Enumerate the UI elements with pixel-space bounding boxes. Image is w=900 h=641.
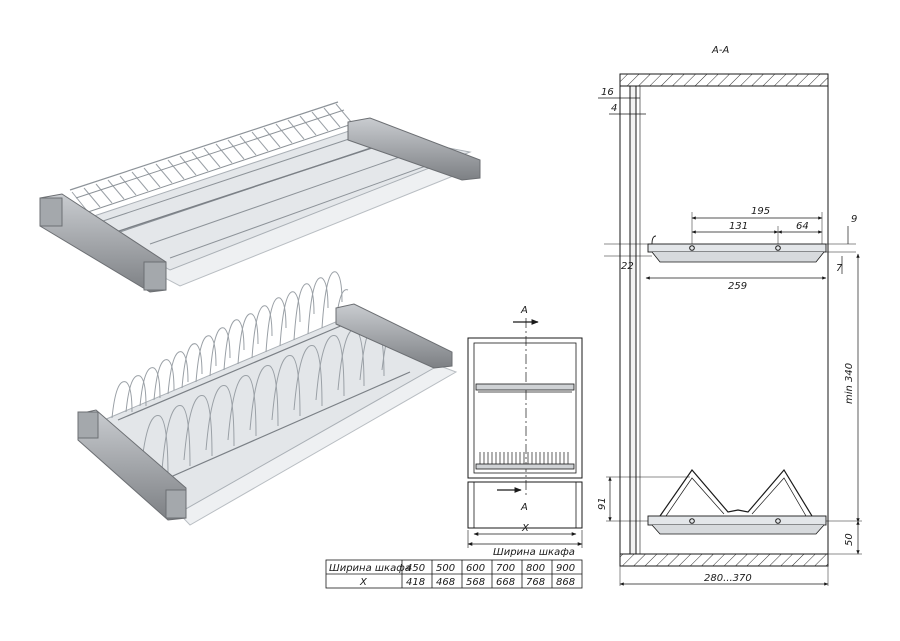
product-illustration-dish-rack [77, 271, 458, 526]
product-illustration-cup-rack [39, 101, 481, 293]
table-cell-x: 568 [466, 577, 485, 588]
table-cell-x: 768 [526, 577, 545, 588]
dim-91: 91 [597, 497, 608, 510]
table-cell-width: 500 [436, 563, 455, 574]
dim-280-370: 280...370 [704, 573, 752, 584]
table-cell-width: 800 [526, 563, 545, 574]
dim-9: 9 [851, 214, 857, 225]
dim-50: 50 [844, 533, 855, 546]
section-title: A-A [711, 45, 729, 56]
section-view-a-a: A-A 16 4 195 131 64 22 [597, 45, 862, 586]
table-cell-width: 700 [496, 563, 515, 574]
dim-16: 16 [601, 87, 614, 98]
table-header-label: Ширина шкафа [329, 563, 411, 574]
dim-131: 131 [729, 221, 748, 232]
dim-195: 195 [751, 206, 770, 217]
table-cell-x: 468 [436, 577, 455, 588]
dim-cabinet-width-label: Ширина шкафа [493, 547, 575, 558]
dim-22: 22 [621, 261, 634, 272]
dim-259: 259 [728, 281, 747, 292]
section-mark-a-top: A [520, 305, 528, 316]
table-cell-x: 868 [556, 577, 575, 588]
dim-64: 64 [796, 221, 809, 232]
front-view: A A X [467, 305, 583, 558]
table-row-label: X [359, 577, 368, 588]
dim-x-label: X [521, 523, 530, 534]
dim-7: 7 [836, 263, 843, 274]
dim-4: 4 [611, 103, 617, 114]
table-cell-width: 450 [406, 563, 425, 574]
section-mark-a-bottom: A [520, 502, 528, 513]
size-table: Ширина шкафа X 450 500 600 700 800 900 4… [325, 559, 583, 589]
table-cell-x: 668 [496, 577, 515, 588]
table-cell-x: 418 [406, 577, 425, 588]
dim-min-340: min 340 [844, 363, 855, 404]
table-cell-width: 900 [556, 563, 575, 574]
table-cell-width: 600 [466, 563, 485, 574]
